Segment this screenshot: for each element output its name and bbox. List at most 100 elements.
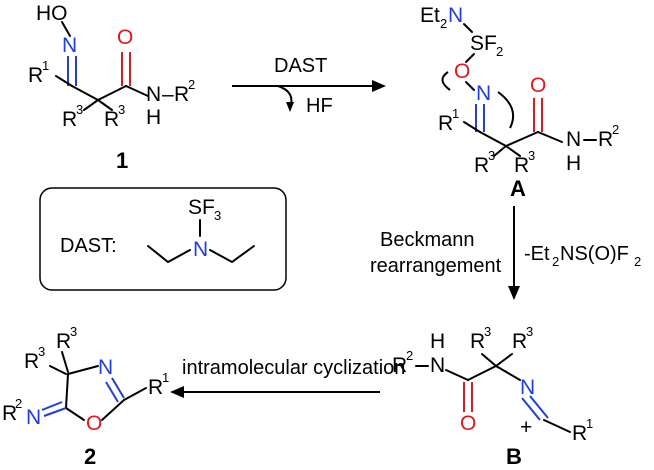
c2-bond-o1-c5 (65, 407, 85, 421)
step-3-label: intramolecular cyclization (182, 357, 405, 379)
r2-label: R (174, 83, 189, 106)
b-bond-n-co (445, 369, 469, 381)
c2-r3a-top-label: R (56, 330, 71, 353)
c2-r2-sup: 2 (15, 396, 22, 411)
compound-1: HO N R 1 R 3 R 3 O N H – R 2 1 (28, 2, 195, 173)
c2-bond-n3-c2-2 (105, 381, 119, 403)
amide-dash: – (162, 83, 174, 106)
oxime-ho: HO (36, 2, 68, 25)
amide-n: N (146, 83, 161, 106)
b-r3a-label: R (470, 330, 485, 353)
bond-a-co-n (537, 131, 563, 143)
b-carbonyl-o: O (460, 412, 476, 435)
a-r3b-label: R (514, 154, 529, 177)
compound-1-label: 1 (116, 148, 128, 173)
c2-bond-c4-n3 (67, 365, 99, 375)
b-r2-sup: 2 (406, 348, 413, 363)
reagent-dast: DAST (274, 55, 327, 77)
step-2-line1: Beckmann (380, 229, 475, 251)
b-r1-sup: 1 (586, 416, 593, 431)
c2-r1-label: R (148, 376, 163, 399)
b-bond-cq-n (495, 365, 521, 381)
dast-box-frame (39, 187, 287, 291)
b-r1-label: R (572, 422, 587, 445)
r3a-sup: 3 (76, 102, 83, 117)
b-plus: + (520, 416, 532, 439)
c2-exo-n: N (26, 406, 41, 429)
sf2-sf: SF (470, 32, 497, 55)
bond-a-cq-co (505, 131, 539, 147)
c2-r3a-top-sup: 3 (70, 324, 77, 339)
bond-cq-r3a (83, 99, 99, 111)
bond-n-s (463, 23, 473, 33)
b-r3b-sup: 3 (526, 324, 533, 339)
step-2-loss-sub: 2 (552, 254, 559, 269)
r3b-label: R (104, 108, 119, 131)
b-nitrilium-n: N (520, 376, 535, 399)
b-bond-nc-1 (521, 397, 541, 421)
r3b-sup: 3 (118, 102, 125, 117)
arrowhead-step-3 (170, 386, 184, 398)
b-amide-h: H (430, 330, 445, 353)
b-bond-nc-2 (529, 395, 549, 419)
et2n-n: N (448, 4, 463, 27)
step-2-loss-sub2: 2 (634, 254, 641, 269)
c2-r3b-left-sup: 3 (38, 344, 45, 359)
c2-r2-label: R (2, 402, 17, 425)
a-r3a-label: R (474, 154, 489, 177)
amide-h: H (146, 106, 161, 129)
r1-sup: 1 (42, 58, 49, 73)
a-amide-n: N (566, 128, 581, 151)
sf2-sub: 2 (496, 44, 503, 59)
b-r2-label: R (392, 354, 407, 377)
dast-sf3: SF (188, 196, 215, 219)
arrowhead-step-2 (508, 286, 520, 300)
bond-cq-r3b (97, 99, 113, 111)
c2-bond-c4-r3top (61, 351, 69, 373)
b-bond-cq-r3b (495, 353, 513, 367)
step-3: intramolecular cyclization (170, 357, 405, 398)
arrowhead-hf (286, 102, 294, 112)
c2-bond-c2-r1 (123, 387, 147, 401)
intermediate-b-label: B (506, 444, 522, 469)
step-2: Beckmann rearrangement -Et 2 NS(O)F 2 (370, 206, 641, 300)
compound-2: R 3 R 3 N O N R 2 R 1 2 (2, 324, 169, 469)
a-r2-label: R (598, 128, 613, 151)
curved-arrow-right (497, 91, 514, 129)
dast-ethyl-left (147, 245, 191, 264)
imine-n: N (476, 82, 491, 105)
dast-sf3-sub: 3 (214, 208, 221, 223)
bond-c-r1 (55, 75, 73, 87)
et2n-et: Et (420, 4, 440, 27)
compound-2-label: 2 (84, 444, 96, 469)
b-r3a-sup: 3 (484, 324, 491, 339)
bond-a-cq-r3b (505, 145, 521, 157)
r2-sup: 2 (188, 77, 195, 92)
a-r1-sup: 1 (452, 106, 459, 121)
step-2-loss-suffix: NS(O)F (560, 243, 629, 265)
intermediate-b: R 2 N H O R 3 R 3 N + R 1 B (392, 324, 593, 469)
c2-bond-c5-c4 (65, 373, 69, 409)
dast-box: DAST: SF 3 N (39, 187, 287, 291)
a-r3b-sup: 3 (528, 148, 535, 163)
a-r1-label: R (438, 112, 453, 135)
arrowhead-step-1 (372, 80, 386, 92)
b-r3b-label: R (512, 330, 527, 353)
b-bond-co-cq (467, 365, 497, 381)
c2-ring-o: O (86, 412, 102, 435)
r1-label: R (28, 64, 43, 87)
bond-a-c-cq (479, 131, 507, 147)
dast-box-label: DAST: (60, 235, 117, 257)
c2-r3b-left-label: R (24, 350, 39, 373)
bond-co-n (125, 85, 149, 97)
step-2-line2: rearrangement (370, 255, 502, 277)
dast-ethyl-right (209, 245, 255, 264)
curved-arrow-left (441, 71, 451, 91)
a-r2-sup: 2 (612, 122, 619, 137)
c2-bond-c5-nexo-1 (43, 407, 67, 417)
bond-o-n (61, 21, 71, 37)
b-amide-n: N (430, 354, 445, 377)
b-bond-cq-r3a (481, 353, 497, 367)
